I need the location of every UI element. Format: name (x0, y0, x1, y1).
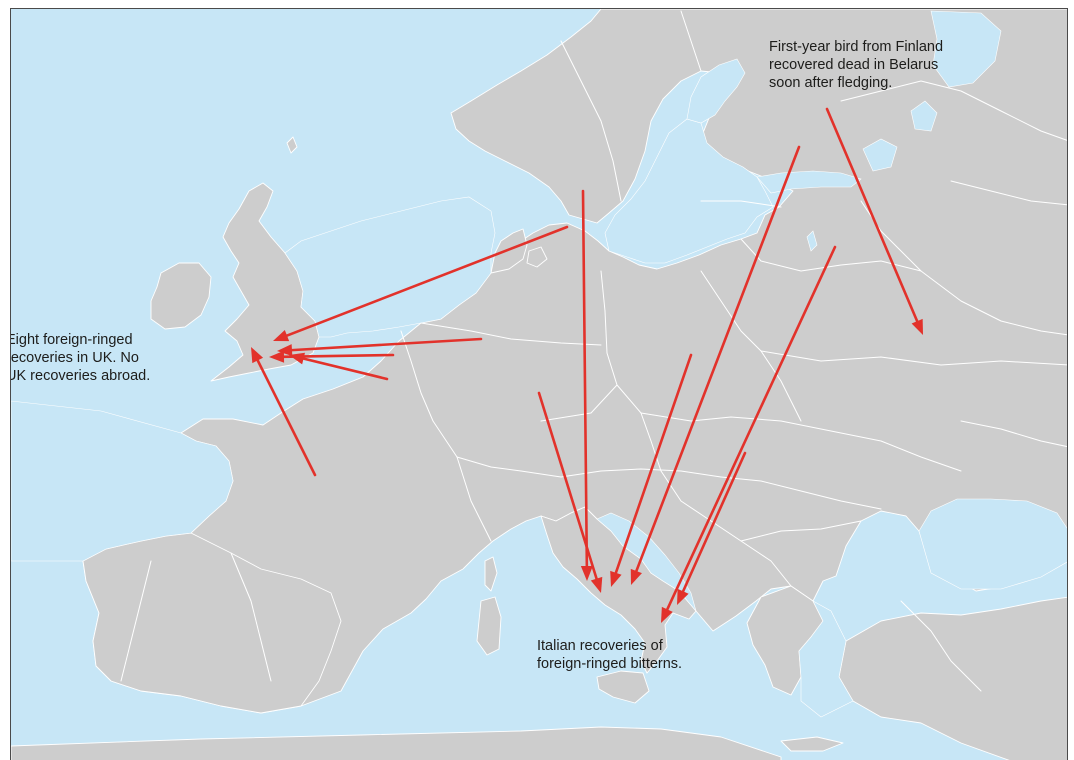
route-sweden-to-italy (580, 189, 593, 581)
annotation-italy-line1: Italian recoveries of (537, 638, 663, 654)
white-sea (930, 10, 1002, 88)
route-baltics-to-italy (661, 245, 837, 623)
route-ukraine-to-italy (677, 451, 747, 605)
land-north-africa (11, 726, 782, 760)
land-corsica (484, 556, 498, 592)
annotation-uk-line3: UK recoveries abroad. (10, 368, 151, 384)
route-ukraine-to-italy-shaft (681, 451, 747, 595)
route-belgium-to-uk (289, 352, 389, 381)
recovery-map: First-year bird from Finland recovered d… (10, 8, 1068, 760)
annotation-finland-line1: First-year bird from Finland (769, 39, 944, 55)
land-sardinia (476, 596, 502, 656)
route-finland-to-belarus-shaft (825, 107, 920, 325)
route-denmark-to-uk (273, 225, 569, 342)
lake-peipus (806, 230, 818, 252)
land-denmark (490, 228, 528, 274)
recovery-routes (251, 107, 923, 623)
land-shetland (286, 136, 298, 154)
route-netherlands-to-uk-arrowhead (269, 350, 285, 363)
bay-of-biscay (11, 400, 234, 562)
route-belgium-to-uk-arrowhead (289, 352, 305, 365)
route-central-europe-to-italy (537, 391, 603, 593)
route-central-europe-to-italy-arrowhead (590, 576, 603, 593)
adriatic-sea (596, 512, 697, 612)
route-germany-to-uk-shaft (288, 337, 483, 352)
route-germany-to-uk-arrowhead (277, 344, 293, 357)
route-finland-to-italy-shaft (634, 145, 801, 575)
lake-onega (910, 100, 938, 132)
route-baltics-to-italy-shaft (665, 245, 837, 613)
annotation-italy-recoveries: Italian recoveries of foreign-ringed bit… (537, 637, 682, 673)
route-poland-to-italy-shaft (613, 353, 693, 577)
lake-ladoga (862, 138, 898, 172)
north-sea (284, 196, 496, 338)
annotation-finland-belarus: First-year bird from Finland recovered d… (769, 38, 943, 92)
land-crete (780, 736, 844, 752)
country-borders (120, 10, 1067, 692)
aegean-sea (798, 600, 854, 718)
route-sweden-to-italy-shaft (581, 189, 589, 570)
route-belgium-to-uk-shaft (300, 356, 389, 381)
baltic-sea (604, 118, 774, 264)
route-poland-to-italy-arrowhead (610, 570, 622, 587)
land-great-britain (210, 182, 320, 382)
annotation-finland-line2: recovered dead in Belarus (769, 57, 939, 73)
route-sweden-to-italy-arrowhead (580, 565, 593, 581)
route-finland-to-italy (630, 145, 801, 585)
route-germany-to-uk (277, 337, 483, 357)
route-denmark-to-uk-shaft (283, 225, 569, 338)
route-finland-to-italy-arrowhead (630, 568, 642, 585)
annotation-italy-line2: foreign-ringed bitterns. (537, 656, 683, 672)
route-baltics-to-italy-arrowhead (661, 606, 673, 623)
gulf-of-bothnia (686, 58, 746, 124)
route-ukraine-to-italy-arrowhead (677, 588, 689, 605)
map-canvas (11, 9, 1067, 760)
annotation-finland-line3: soon after fledging. (769, 75, 893, 91)
route-poland-to-italy (610, 353, 693, 587)
black-sea (918, 498, 1067, 590)
annotation-uk-recoveries: Eight foreign-ringed recoveries in UK. N… (10, 331, 151, 385)
route-france-to-uk-arrowhead (251, 347, 264, 364)
land-zealand (526, 246, 548, 268)
route-finland-to-belarus-arrowhead (911, 318, 923, 335)
land-ireland (150, 262, 212, 330)
route-france-to-uk-shaft (255, 357, 317, 477)
route-finland-to-belarus (825, 107, 923, 335)
route-central-europe-to-italy-shaft (537, 391, 599, 582)
land-sicily (596, 670, 650, 704)
land-turkey (838, 596, 1067, 760)
annotation-uk-line1: Eight foreign-ringed (10, 332, 133, 348)
annotation-uk-line2: recoveries in UK. No (10, 350, 139, 366)
route-denmark-to-uk-arrowhead (273, 329, 290, 342)
route-france-to-uk (251, 347, 317, 477)
